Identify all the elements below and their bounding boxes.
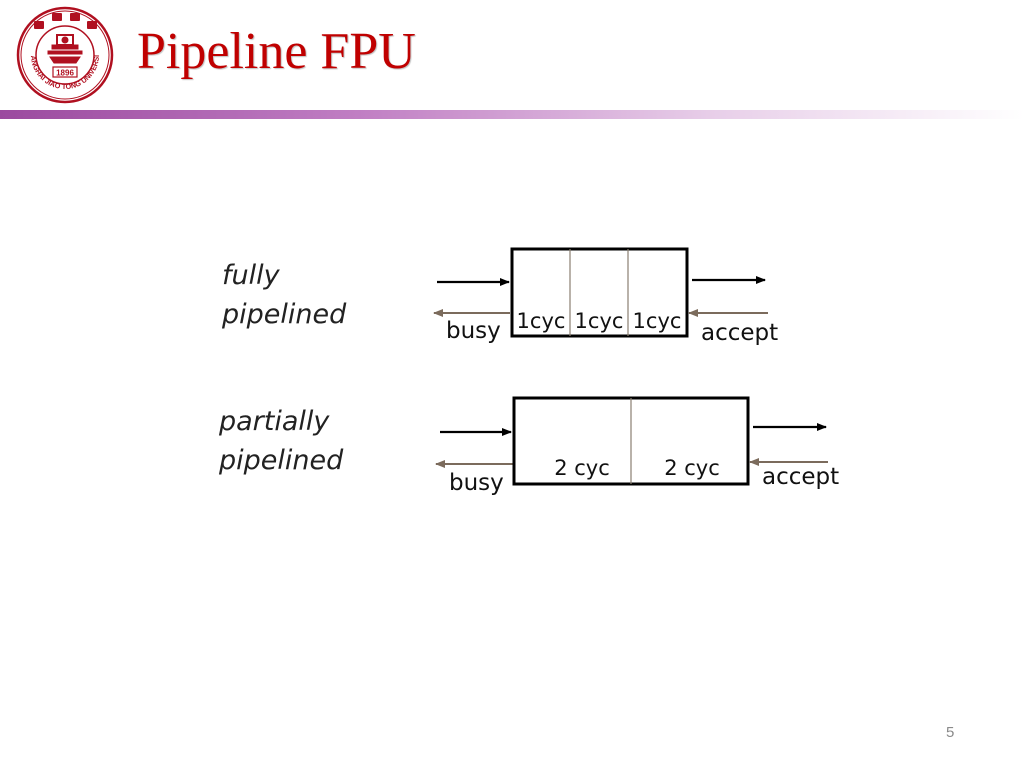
partially-accept-label: accept bbox=[762, 464, 839, 490]
fully-pipeline-box bbox=[510, 247, 689, 338]
fully-stage-label: 1cyc bbox=[517, 309, 566, 333]
partially-busy-label: busy bbox=[449, 470, 504, 496]
partially-label-line1: partially bbox=[218, 406, 330, 437]
partially-label-line2: pipelined bbox=[218, 445, 344, 476]
fully-label-line2: pipelined bbox=[221, 299, 347, 330]
slide-number: 5 bbox=[946, 724, 955, 741]
partially-pipelined-group: partially pipelined busy 2 cyc 2 cyc acc… bbox=[218, 396, 839, 496]
university-seal-icon: SHANGHAI JIAO TONG UNIVERSITY 1896 bbox=[9, 0, 114, 104]
slide-title: Pipeline FPU bbox=[137, 23, 416, 80]
fully-busy-label: busy bbox=[446, 318, 501, 344]
fully-label-line1: fully bbox=[222, 260, 281, 291]
seal-characters-icon bbox=[34, 13, 97, 29]
title-underline-bar bbox=[0, 110, 1024, 119]
fully-pipelined-group: fully pipelined busy 1cyc 1cyc 1cyc acce… bbox=[221, 247, 778, 346]
fully-accept-label: accept bbox=[701, 320, 778, 346]
partially-stage-label: 2 cyc bbox=[664, 456, 720, 480]
seal-year: 1896 bbox=[56, 69, 74, 78]
partially-stage-label: 2 cyc bbox=[554, 456, 610, 480]
seal-emblem-icon bbox=[47, 34, 83, 64]
fully-stage-label: 1cyc bbox=[575, 309, 624, 333]
university-logo: SHANGHAI JIAO TONG UNIVERSITY 1896 bbox=[9, 0, 118, 105]
fully-stage-label: 1cyc bbox=[633, 309, 682, 333]
